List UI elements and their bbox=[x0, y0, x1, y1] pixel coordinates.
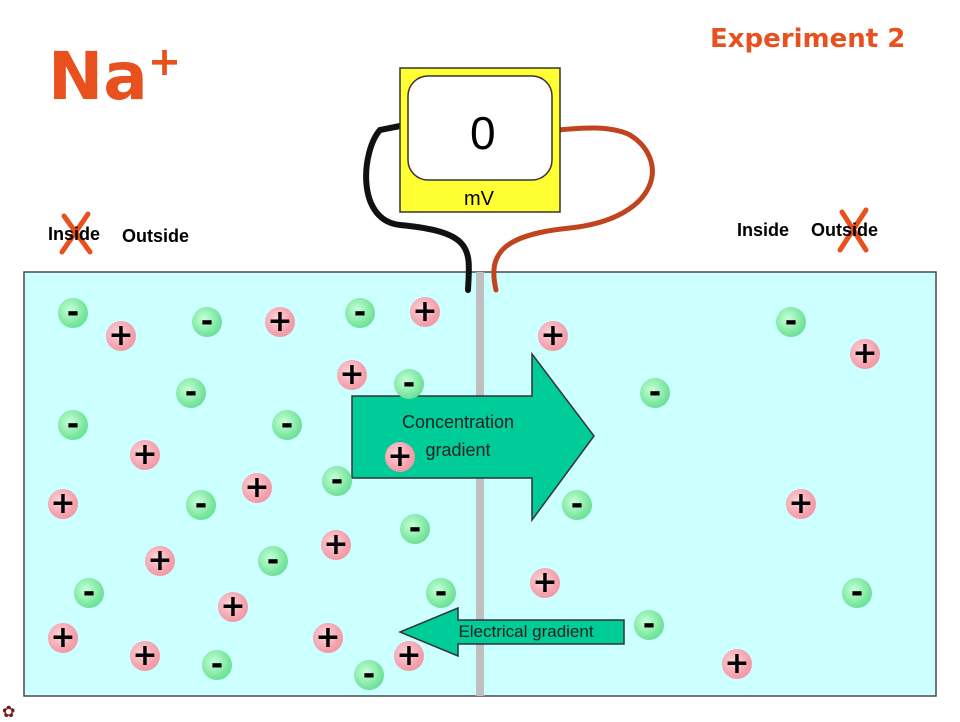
cation: + bbox=[48, 623, 78, 653]
anion: - bbox=[176, 378, 206, 408]
ion-symbol: Na bbox=[48, 38, 148, 115]
anion: - bbox=[258, 546, 288, 576]
ion-charge: + bbox=[147, 39, 182, 85]
cation: + bbox=[242, 473, 272, 503]
left-inside-label: Inside bbox=[48, 224, 101, 244]
cation: + bbox=[130, 440, 160, 470]
membrane bbox=[476, 272, 484, 696]
left-outside-label: Outside bbox=[122, 226, 190, 246]
anion: - bbox=[58, 410, 88, 440]
anion: - bbox=[426, 578, 456, 608]
right-electrode-wire bbox=[491, 125, 655, 293]
left-electrode-wire bbox=[363, 123, 472, 293]
anion: - bbox=[634, 610, 664, 640]
electrical-gradient-arrow bbox=[398, 606, 625, 658]
anion: - bbox=[842, 578, 872, 608]
cation: + bbox=[106, 321, 136, 351]
anion: - bbox=[394, 369, 424, 399]
cation: + bbox=[850, 339, 880, 369]
voltmeter-display bbox=[407, 75, 553, 181]
cation: + bbox=[321, 530, 351, 560]
right-inside-label: Inside bbox=[737, 220, 790, 240]
cation: + bbox=[265, 307, 295, 337]
cross-icon bbox=[837, 207, 869, 253]
anion: - bbox=[322, 466, 352, 496]
experiment-label: Experiment 2 bbox=[710, 24, 906, 54]
concentration-gradient-arrow bbox=[351, 351, 595, 523]
cation: + bbox=[786, 489, 816, 519]
anion: - bbox=[186, 490, 216, 520]
voltmeter-reading: 0 bbox=[470, 107, 496, 159]
cation: + bbox=[722, 649, 752, 679]
cation: + bbox=[538, 321, 568, 351]
cation: + bbox=[48, 489, 78, 519]
cation: + bbox=[313, 623, 343, 653]
page-title: Na+ bbox=[48, 38, 181, 115]
cation: + bbox=[394, 641, 424, 671]
cation: + bbox=[218, 592, 248, 622]
anion: - bbox=[272, 410, 302, 440]
anion: - bbox=[192, 307, 222, 337]
cation: + bbox=[337, 360, 367, 390]
cation: + bbox=[530, 568, 560, 598]
cation: + bbox=[130, 641, 160, 671]
anion: - bbox=[562, 490, 592, 520]
voltmeter-unit: mV bbox=[464, 188, 494, 210]
anion: - bbox=[58, 298, 88, 328]
concentration-gradient-label-line2: gradient bbox=[425, 440, 491, 460]
anion: - bbox=[202, 650, 232, 680]
anion: - bbox=[400, 514, 430, 544]
cross-icon bbox=[59, 211, 93, 255]
anion: - bbox=[776, 307, 806, 337]
cation: + bbox=[385, 442, 415, 472]
right-outside-label: Outside bbox=[811, 220, 879, 240]
electrical-gradient-label: Electrical gradient bbox=[458, 622, 594, 641]
concentration-gradient-label-line1: Concentration bbox=[401, 412, 515, 432]
anion: - bbox=[74, 578, 104, 608]
anion: - bbox=[345, 298, 375, 328]
cation: + bbox=[145, 546, 175, 576]
anion: - bbox=[354, 660, 384, 690]
anion: - bbox=[640, 378, 670, 408]
paw-print-icon: ✿ bbox=[2, 704, 16, 721]
cation: + bbox=[410, 297, 440, 327]
